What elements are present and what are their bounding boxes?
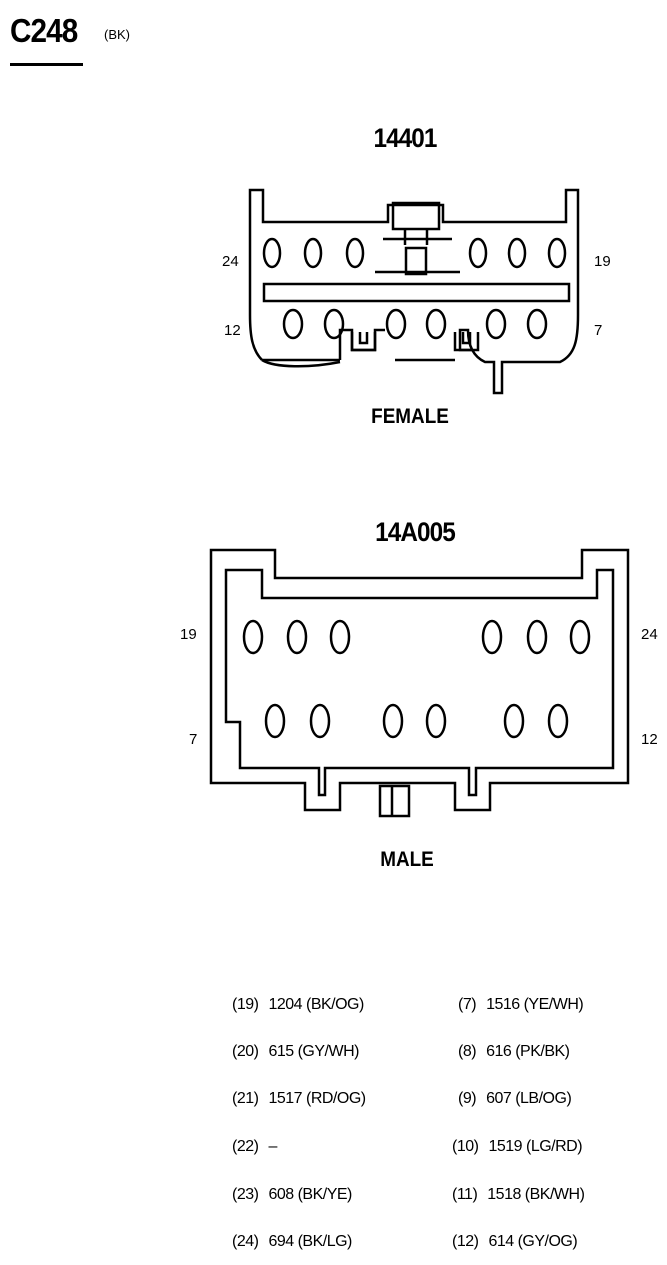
- female-connector-face: [248, 188, 580, 395]
- circuit-info: 1516 (YE/WH): [486, 996, 584, 1013]
- circuit-info: 607 (LB/OG): [486, 1090, 572, 1107]
- pinout-row: (8) 616 (PK/BK): [458, 1043, 570, 1061]
- pinout-row: (11) 1518 (BK/WH): [452, 1186, 585, 1204]
- pinout-row: (21) 1517 (RD/OG): [232, 1090, 366, 1108]
- title-underline: [10, 63, 83, 66]
- pinout-row: (12) 614 (GY/OG): [452, 1233, 578, 1251]
- pin-number: (8): [458, 1043, 477, 1060]
- circuit-info: 615 (GY/WH): [268, 1043, 359, 1060]
- connector-color: (BK): [104, 27, 130, 42]
- male-label: MALE: [380, 848, 434, 871]
- male-pin-label-top-right: 24: [641, 626, 658, 643]
- pin-number: (22): [232, 1138, 259, 1155]
- pinout-row: (10) 1519 (LG/RD): [452, 1138, 583, 1156]
- male-pin-label-bottom-right: 12: [641, 731, 658, 748]
- pin-number: (21): [232, 1090, 259, 1107]
- pinout-row: (20) 615 (GY/WH): [232, 1043, 359, 1061]
- circuit-info: 1518 (BK/WH): [487, 1186, 585, 1203]
- circuit-info: 1204 (BK/OG): [268, 996, 364, 1013]
- pin-number: (20): [232, 1043, 259, 1060]
- pin-number: (12): [452, 1233, 479, 1250]
- pin-number: (24): [232, 1233, 259, 1250]
- circuit-info: 1519 (LG/RD): [488, 1138, 583, 1155]
- circuit-info: 1517 (RD/OG): [268, 1090, 366, 1107]
- pinout-row: (22)–: [232, 1138, 277, 1156]
- male-pin-label-bottom-left: 7: [189, 731, 198, 748]
- pinout-row: (24) 694 (BK/LG): [232, 1233, 352, 1251]
- circuit-info: 614 (GY/OG): [488, 1233, 578, 1250]
- pin-number: (11): [452, 1186, 478, 1203]
- female-pin-label-top-right: 19: [594, 253, 611, 270]
- pin-number: (10): [452, 1138, 479, 1155]
- male-connector-face: [209, 548, 630, 818]
- female-pin-label-bottom-left: 12: [224, 322, 241, 339]
- pinout-row: (7) 1516 (YE/WH): [458, 996, 584, 1014]
- pin-number: (19): [232, 996, 259, 1013]
- pin-number: (23): [232, 1186, 259, 1203]
- connector-title: C248: [10, 12, 78, 49]
- pinout-row: (23) 608 (BK/YE): [232, 1186, 352, 1204]
- pin-number: (7): [458, 996, 477, 1013]
- pinout-row: (9) 607 (LB/OG): [458, 1090, 572, 1108]
- male-pin-label-top-left: 19: [180, 626, 197, 643]
- pinout-row: (19) 1204 (BK/OG): [232, 996, 364, 1014]
- female-label: FEMALE: [371, 405, 449, 428]
- male-part-number: 14A005: [375, 517, 456, 547]
- female-pin-label-top-left: 24: [222, 253, 239, 270]
- circuit-info: 616 (PK/BK): [486, 1043, 570, 1060]
- circuit-info: –: [268, 1138, 277, 1155]
- female-part-number: 14401: [373, 123, 437, 153]
- pin-number: (9): [458, 1090, 477, 1107]
- circuit-info: 608 (BK/YE): [268, 1186, 352, 1203]
- circuit-info: 694 (BK/LG): [268, 1233, 352, 1250]
- female-pin-label-bottom-right: 7: [594, 322, 603, 339]
